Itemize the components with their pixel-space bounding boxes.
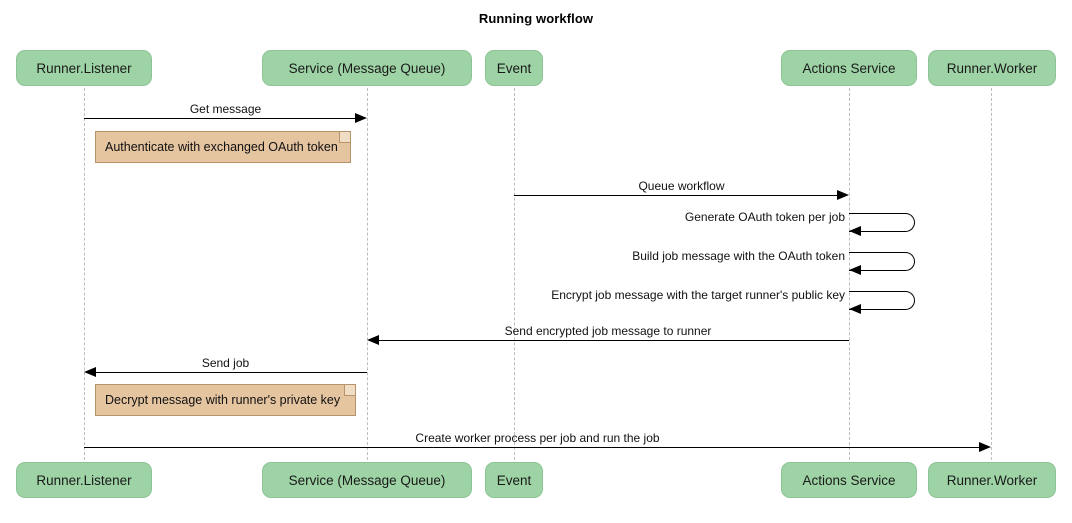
- note-authenticate-oauth: Authenticate with exchanged OAuth token: [95, 131, 351, 163]
- message-line-create-worker-process: [84, 447, 980, 448]
- participant-label: Event: [496, 60, 532, 76]
- arrowhead-generate-oauth-token: [849, 226, 861, 236]
- arrowhead-send-encrypted-job-message: [367, 335, 379, 345]
- arrowhead-send-job: [84, 367, 96, 377]
- message-selfloop-build-job-message: [849, 252, 915, 271]
- arrowhead-encrypt-job-message: [849, 304, 861, 314]
- message-selfloop-generate-oauth-token: [849, 213, 915, 232]
- message-line-send-encrypted-job-message: [379, 340, 849, 341]
- lifeline-event: [514, 88, 515, 460]
- participant-label: Runner.Worker: [946, 60, 1038, 76]
- message-selfloop-encrypt-job-message: [849, 291, 915, 310]
- arrowhead-get-message: [355, 113, 367, 123]
- note-label: Decrypt message with runner's private ke…: [105, 393, 341, 407]
- message-line-send-job: [96, 372, 367, 373]
- participant-actions-service-bottom[interactable]: Actions Service: [781, 462, 917, 498]
- participant-runner-worker-top[interactable]: Runner.Worker: [928, 50, 1056, 86]
- message-label-build-job-message: Build job message with the OAuth token: [632, 249, 845, 263]
- participant-label: Runner.Worker: [946, 472, 1038, 488]
- message-label-queue-workflow: Queue workflow: [638, 179, 725, 193]
- message-label-send-encrypted-job-message: Send encrypted job message to runner: [504, 324, 712, 338]
- lifeline-runner-listener: [84, 88, 85, 460]
- arrowhead-queue-workflow: [837, 190, 849, 200]
- lifeline-runner-worker: [991, 88, 992, 460]
- message-label-get-message: Get message: [189, 102, 262, 116]
- participant-label: Actions Service: [802, 472, 896, 488]
- note-fold-corner-icon: [339, 132, 350, 143]
- participant-event-bottom[interactable]: Event: [485, 462, 543, 498]
- participant-label: Runner.Listener: [36, 60, 132, 76]
- participant-event-top[interactable]: Event: [485, 50, 543, 86]
- lifeline-service-message-queue: [367, 88, 368, 460]
- participant-runner-listener-top[interactable]: Runner.Listener: [16, 50, 152, 86]
- message-label-create-worker-process: Create worker process per job and run th…: [415, 431, 660, 445]
- diagram-title: Running workflow: [478, 11, 594, 26]
- participant-label: Service (Message Queue): [288, 472, 446, 488]
- participant-service-message-queue-top[interactable]: Service (Message Queue): [262, 50, 472, 86]
- note-label: Authenticate with exchanged OAuth token: [105, 140, 338, 154]
- arrowhead-build-job-message: [849, 265, 861, 275]
- participant-runner-listener-bottom[interactable]: Runner.Listener: [16, 462, 152, 498]
- participant-label: Actions Service: [802, 60, 896, 76]
- participant-runner-worker-bottom[interactable]: Runner.Worker: [928, 462, 1056, 498]
- note-decrypt-message: Decrypt message with runner's private ke…: [95, 384, 356, 416]
- participant-label: Service (Message Queue): [288, 60, 446, 76]
- note-fold-corner-icon: [344, 385, 355, 396]
- participant-label: Event: [496, 472, 532, 488]
- message-line-queue-workflow: [514, 195, 838, 196]
- participant-service-message-queue-bottom[interactable]: Service (Message Queue): [262, 462, 472, 498]
- participant-label: Runner.Listener: [36, 472, 132, 488]
- message-line-get-message: [84, 118, 356, 119]
- message-label-send-job: Send job: [201, 356, 250, 370]
- message-label-encrypt-job-message: Encrypt job message with the target runn…: [551, 288, 845, 302]
- participant-actions-service-top[interactable]: Actions Service: [781, 50, 917, 86]
- message-label-generate-oauth-token: Generate OAuth token per job: [684, 210, 845, 224]
- arrowhead-create-worker-process: [979, 442, 991, 452]
